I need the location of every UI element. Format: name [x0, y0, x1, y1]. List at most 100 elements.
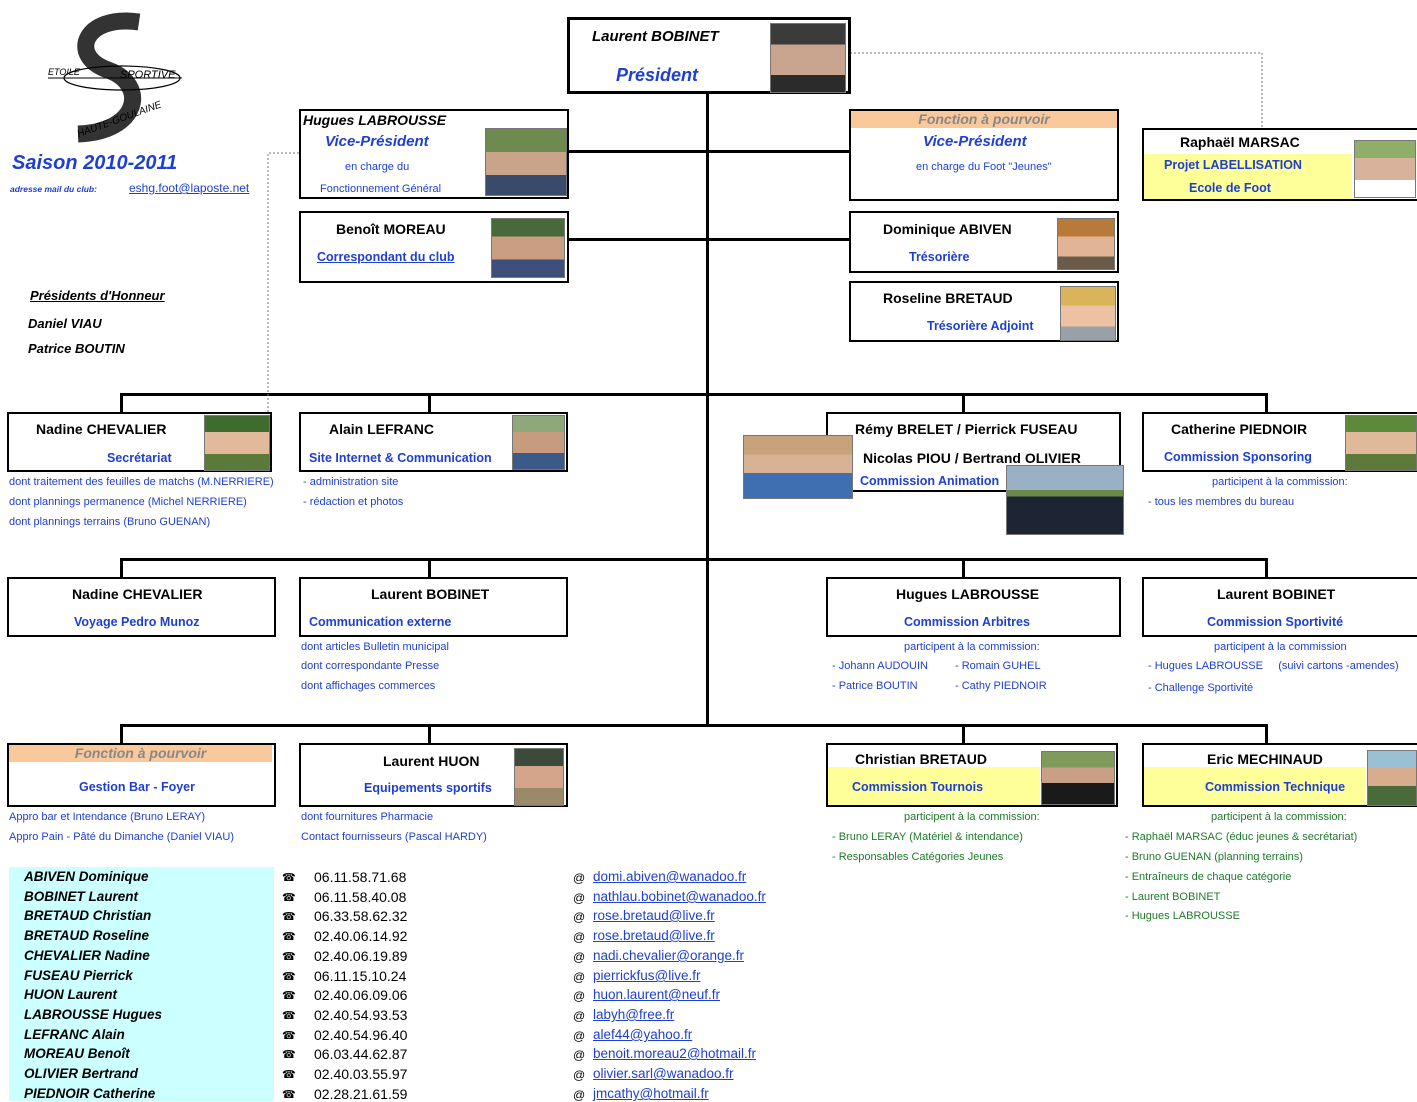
contact-name: CHEVALIER Nadine	[24, 948, 150, 963]
honour-title: Présidents d'Honneur	[30, 288, 165, 303]
contact-phone: 06.11.15.10.24	[314, 968, 407, 984]
row1-drop-1	[120, 393, 123, 413]
phone-icon: ☎	[282, 951, 296, 963]
chevalier1-photo	[204, 415, 270, 471]
vp1-name: Hugues LABROUSSE	[303, 112, 447, 128]
contact-name: HUON Laurent	[24, 987, 118, 1002]
sportivite-note-1: participent à la commission	[1214, 641, 1347, 653]
huon-name: Laurent HUON	[383, 753, 480, 769]
email-icon: @	[573, 871, 586, 885]
animation-names-2: Nicolas PIOU / Bertrand OLIVIER	[863, 450, 1081, 466]
contact-email-link[interactable]: rose.bretaud@live.fr	[593, 908, 715, 923]
contact-email-link[interactable]: huon.laurent@neuf.fr	[593, 987, 721, 1002]
chevalier1-note-2: dont plannings permanence (Michel NERRIE…	[9, 496, 247, 508]
email-icon: @	[573, 1088, 586, 1102]
tournois-note-1: participent à la commission:	[904, 811, 1040, 823]
animation-photo-1	[743, 435, 853, 499]
piednoir-note-2: - tous les membres du bureau	[1148, 496, 1295, 508]
lefranc-role: Site Internet & Communication	[309, 451, 492, 465]
bretaud-r-role: Trésorière Adjoint	[927, 319, 1034, 333]
vp1-photo	[485, 128, 567, 196]
phone-icon: ☎	[282, 1010, 296, 1022]
contact-name: OLIVIER Bertrand	[24, 1066, 139, 1081]
row2-connector	[120, 558, 1268, 561]
contact-name: BRETAUD Christian	[24, 908, 152, 923]
animation-role: Commission Animation	[860, 474, 1000, 488]
main-trunk	[706, 93, 709, 727]
technique-highlight	[1144, 767, 1366, 805]
contact-email-link[interactable]: olivier.sarl@wanadoo.fr	[593, 1066, 734, 1081]
contact-email-link[interactable]: benoit.moreau2@hotmail.fr	[593, 1046, 757, 1061]
contact-name: FUSEAU Pierrick	[24, 968, 133, 983]
moreau-role: Correspondant du club	[317, 250, 455, 264]
season-title: Saison 2010-2011	[12, 152, 178, 174]
technique-box: Eric MECHINAUD Commission Technique	[1142, 743, 1417, 807]
animation-photo-2	[1006, 465, 1124, 535]
piednoir-note-1: participent à la commission:	[1212, 476, 1348, 488]
club-email-link[interactable]: eshg.foot@laposte.net	[129, 181, 250, 195]
bretaud-r-name: Roseline BRETAUD	[883, 290, 1013, 306]
technique-role: Commission Technique	[1205, 780, 1346, 794]
technique-note-6: - Hugues LABROUSSE	[1125, 910, 1240, 922]
phone-icon: ☎	[282, 1089, 296, 1101]
chevalier1-note-1: dont traitement des feuilles de matchs (…	[9, 476, 274, 488]
row3-drop-3	[962, 724, 965, 744]
row1-drop-2	[428, 393, 431, 413]
row2-drop-4	[1265, 558, 1268, 578]
contact-phone: 06.11.58.71.68	[314, 869, 407, 885]
chevalier1-box: Nadine CHEVALIER Secrétariat	[7, 412, 272, 472]
chevalier1-name: Nadine CHEVALIER	[36, 421, 167, 437]
contact-phone: 02.28.21.61.59	[314, 1086, 408, 1102]
contact-email-link[interactable]: nadi.chevalier@orange.fr	[593, 948, 745, 963]
contact-email-link[interactable]: domi.abiven@wanadoo.fr	[593, 869, 747, 884]
row1-drop-3	[962, 393, 965, 413]
sportivite-box: Laurent BOBINET Commission Sportivité	[1142, 577, 1417, 637]
contact-name: LABROUSSE Hugues	[24, 1007, 163, 1022]
contact-email-link[interactable]: jmcathy@hotmail.fr	[593, 1086, 709, 1101]
club-logo: ETOILE SPORTIVE HAUTE-GOULAINE	[48, 12, 182, 143]
contact-email-link[interactable]: pierrickfus@live.fr	[593, 968, 701, 983]
piednoir-role: Commission Sponsoring	[1164, 450, 1312, 464]
vp-connector	[568, 150, 850, 153]
contact-phone: 02.40.54.96.40	[314, 1027, 408, 1043]
lefranc-photo	[512, 415, 565, 470]
phone-icon: ☎	[282, 931, 296, 943]
piednoir-photo	[1345, 415, 1417, 471]
row3-connector	[120, 724, 1268, 727]
technique-note-5: - Laurent BOBINET	[1125, 891, 1221, 903]
contact-email-link[interactable]: rose.bretaud@live.fr	[593, 928, 715, 943]
contact-email-link[interactable]: nathlau.bobinet@wanadoo.fr	[593, 889, 766, 904]
contact-phone: 02.40.06.19.89	[314, 948, 408, 964]
tournois-name: Christian BRETAUD	[855, 751, 987, 767]
honour-name-2: Patrice BOUTIN	[28, 341, 125, 356]
lefranc-box: Alain LEFRANC Site Internet & Communicat…	[299, 412, 568, 472]
contact-name: ABIVEN Dominique	[24, 869, 149, 884]
technique-note-4: - Entraîneurs de chaque catégorie	[1125, 871, 1292, 883]
email-icon: @	[573, 1068, 586, 1082]
sportivite-note-3: - Challenge Sportivité	[1148, 682, 1254, 694]
club-email-label: adresse mail du club:	[10, 184, 97, 194]
contact-phone: 02.40.06.09.06	[314, 987, 408, 1003]
chevalier2-box: Nadine CHEVALIER Voyage Pedro Munoz	[7, 577, 276, 637]
marsac-name: Raphaël MARSAC	[1180, 134, 1300, 150]
sportivite-note-2: - Hugues LABROUSSE (suivi cartons -amend…	[1148, 660, 1399, 672]
contact-email-link[interactable]: labyh@free.fr	[593, 1007, 675, 1022]
moreau-box: Benoît MOREAU Correspondant du club	[299, 211, 569, 283]
chevalier1-note-3: dont plannings terrains (Bruno GUENAN)	[9, 516, 211, 528]
logo-text-2: SPORTIVE	[120, 69, 176, 81]
contact-phone: 06.03.44.62.87	[314, 1046, 408, 1062]
technique-note-1: participent à la commission:	[1211, 811, 1347, 823]
row2-drop-2	[428, 558, 431, 578]
row1-connector	[120, 393, 1268, 396]
technique-name: Eric MECHINAUD	[1207, 751, 1323, 767]
arbitres-note-3: - Romain GUHEL	[955, 660, 1041, 672]
arbitres-note-4: - Patrice BOUTIN	[832, 680, 918, 692]
contact-phone: 02.40.06.14.92	[314, 928, 408, 944]
contact-name: LEFRANC Alain	[24, 1027, 125, 1042]
contact-phone: 06.33.58.62.32	[314, 908, 408, 924]
huon-note-1: dont fournitures Pharmacie	[301, 811, 434, 823]
honour-name-1: Daniel VIAU	[28, 316, 102, 331]
contact-name: PIEDNOIR Catherine	[24, 1086, 156, 1101]
contact-email-link[interactable]: alef44@yahoo.fr	[593, 1027, 693, 1042]
moreau-abiven-connector	[568, 238, 850, 241]
